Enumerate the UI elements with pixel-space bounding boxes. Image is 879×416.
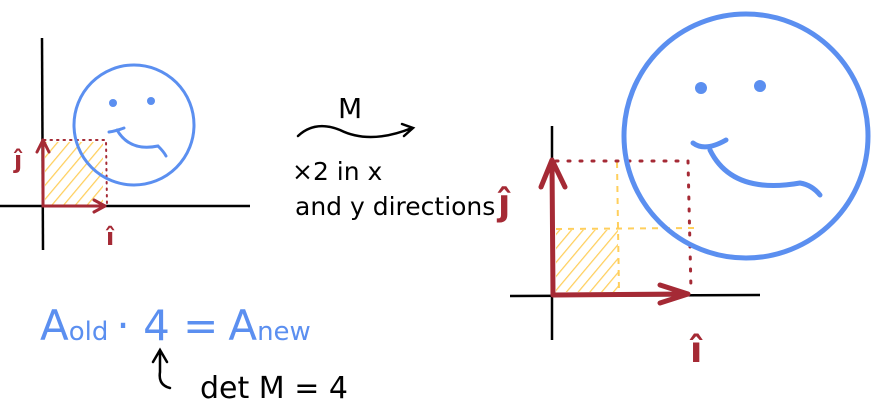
transformed-graph: î ĵ: [496, 11, 871, 371]
unit-square-outline: [43, 139, 108, 206]
area-multiplier: · 4 =: [116, 301, 218, 350]
j-hat-vector: [538, 157, 568, 298]
transform-label: M: [338, 92, 362, 125]
j-hat-vector: [35, 138, 51, 208]
original-square-hatch: [556, 230, 618, 292]
det-pointer-arrow: [151, 347, 172, 390]
i-hat-label: î: [689, 330, 703, 371]
area-old-subscript: old: [69, 317, 109, 347]
transform-annotation: M ×2 in x and y directions: [292, 92, 495, 221]
transform-arrow: [296, 122, 416, 139]
grid-guide-lines: [555, 161, 695, 293]
smiley-face: [72, 63, 196, 187]
area-a: A: [40, 301, 69, 350]
scale-description-line2: and y directions: [295, 192, 495, 221]
scaled-smiley-face: [621, 11, 871, 261]
original-graph: î ĵ: [0, 37, 250, 251]
area-old: Aold· 4 =Anew: [40, 301, 311, 350]
smiley-mouth: [690, 137, 823, 198]
smiley-eye: [695, 82, 707, 94]
scale-description-line1: ×2 in x: [292, 157, 382, 186]
j-hat-label: ĵ: [13, 146, 23, 174]
determinant-label: det M = 4: [200, 371, 348, 406]
unit-square-hatch: [45, 142, 103, 205]
i-hat-label: î: [105, 223, 115, 251]
area-new-a: A: [228, 301, 257, 350]
area-equation: Aold· 4 =Anew det M = 4: [40, 301, 348, 406]
smiley-mouth: [107, 126, 168, 158]
area-new-subscript: new: [257, 317, 311, 347]
smiley-eye: [754, 80, 766, 92]
i-hat-vector: [550, 282, 691, 306]
smiley-eye: [109, 99, 117, 107]
smiley-eye: [147, 97, 155, 105]
j-hat-label: ĵ: [496, 183, 511, 224]
i-hat-vector: [41, 198, 107, 214]
